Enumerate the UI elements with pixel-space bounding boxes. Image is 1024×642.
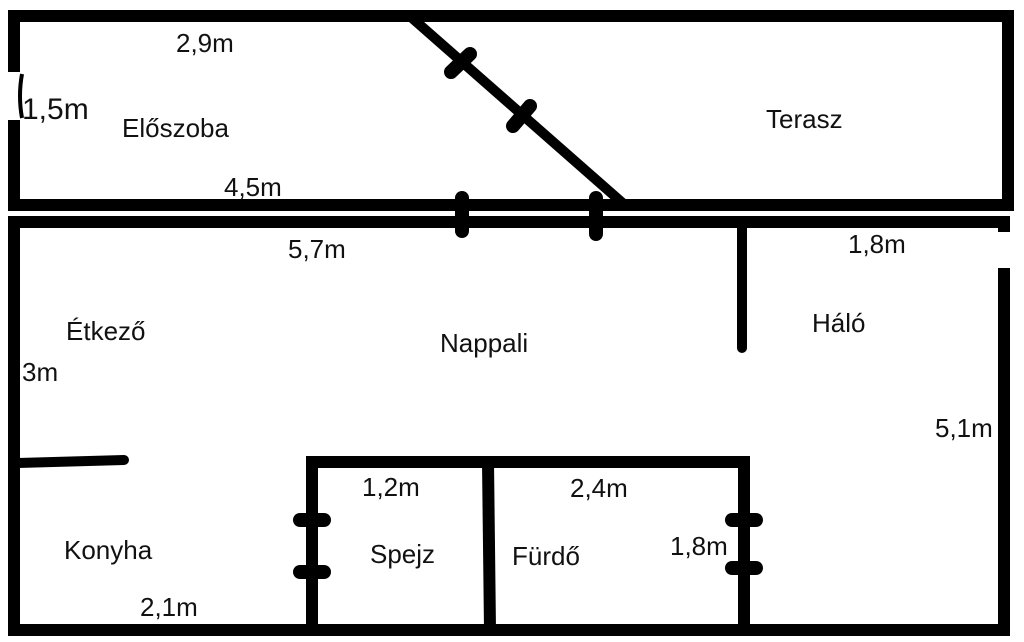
dimension-labels: 2,9m 1,5m 4,5m 5,7m 1,8m 3m 5,1m 1,2m 2,… xyxy=(22,28,993,622)
room-label-spejz: Spejz xyxy=(370,539,435,569)
dimension-furdo-height: 1,8m xyxy=(670,531,728,561)
room-label-etkezo: Étkező xyxy=(66,316,146,346)
spejz-furdo-divider xyxy=(482,461,496,631)
room-labels: Előszoba Terasz Étkező Nappali Háló Kony… xyxy=(64,104,865,571)
room-label-nappali: Nappali xyxy=(440,328,528,358)
door-mark-diagonal-2 xyxy=(506,99,537,133)
dimension-etkezo-height: 3m xyxy=(22,357,58,387)
dimension-halo-width: 1,8m xyxy=(848,229,906,259)
dimension-nappali-width: 5,7m xyxy=(288,234,346,264)
room-label-konyha: Konyha xyxy=(64,535,153,565)
lower-block xyxy=(8,191,1010,636)
dimension-spejz-width: 1,2m xyxy=(362,472,420,502)
dimension-halo-height: 5,1m xyxy=(935,413,993,443)
room-label-terasz: Terasz xyxy=(766,104,843,134)
dimension-eloszoba-width-bottom: 4,5m xyxy=(224,172,282,202)
door-mark-diagonal-1 xyxy=(444,47,477,79)
dimension-konyha-width: 2,1m xyxy=(140,592,198,622)
konyha-partition-wall xyxy=(13,455,129,468)
dimension-eloszoba-width-top: 2,9m xyxy=(176,28,234,58)
dimension-eloszoba-height: 1,5m xyxy=(22,93,89,126)
room-label-eloszoba: Előszoba xyxy=(122,113,229,143)
upper-block xyxy=(8,10,1014,211)
room-label-halo: Háló xyxy=(812,308,865,338)
dimension-furdo-width: 2,4m xyxy=(570,473,628,503)
room-label-furdo: Fürdő xyxy=(512,541,580,571)
upper-left-wall-curve xyxy=(18,73,24,119)
